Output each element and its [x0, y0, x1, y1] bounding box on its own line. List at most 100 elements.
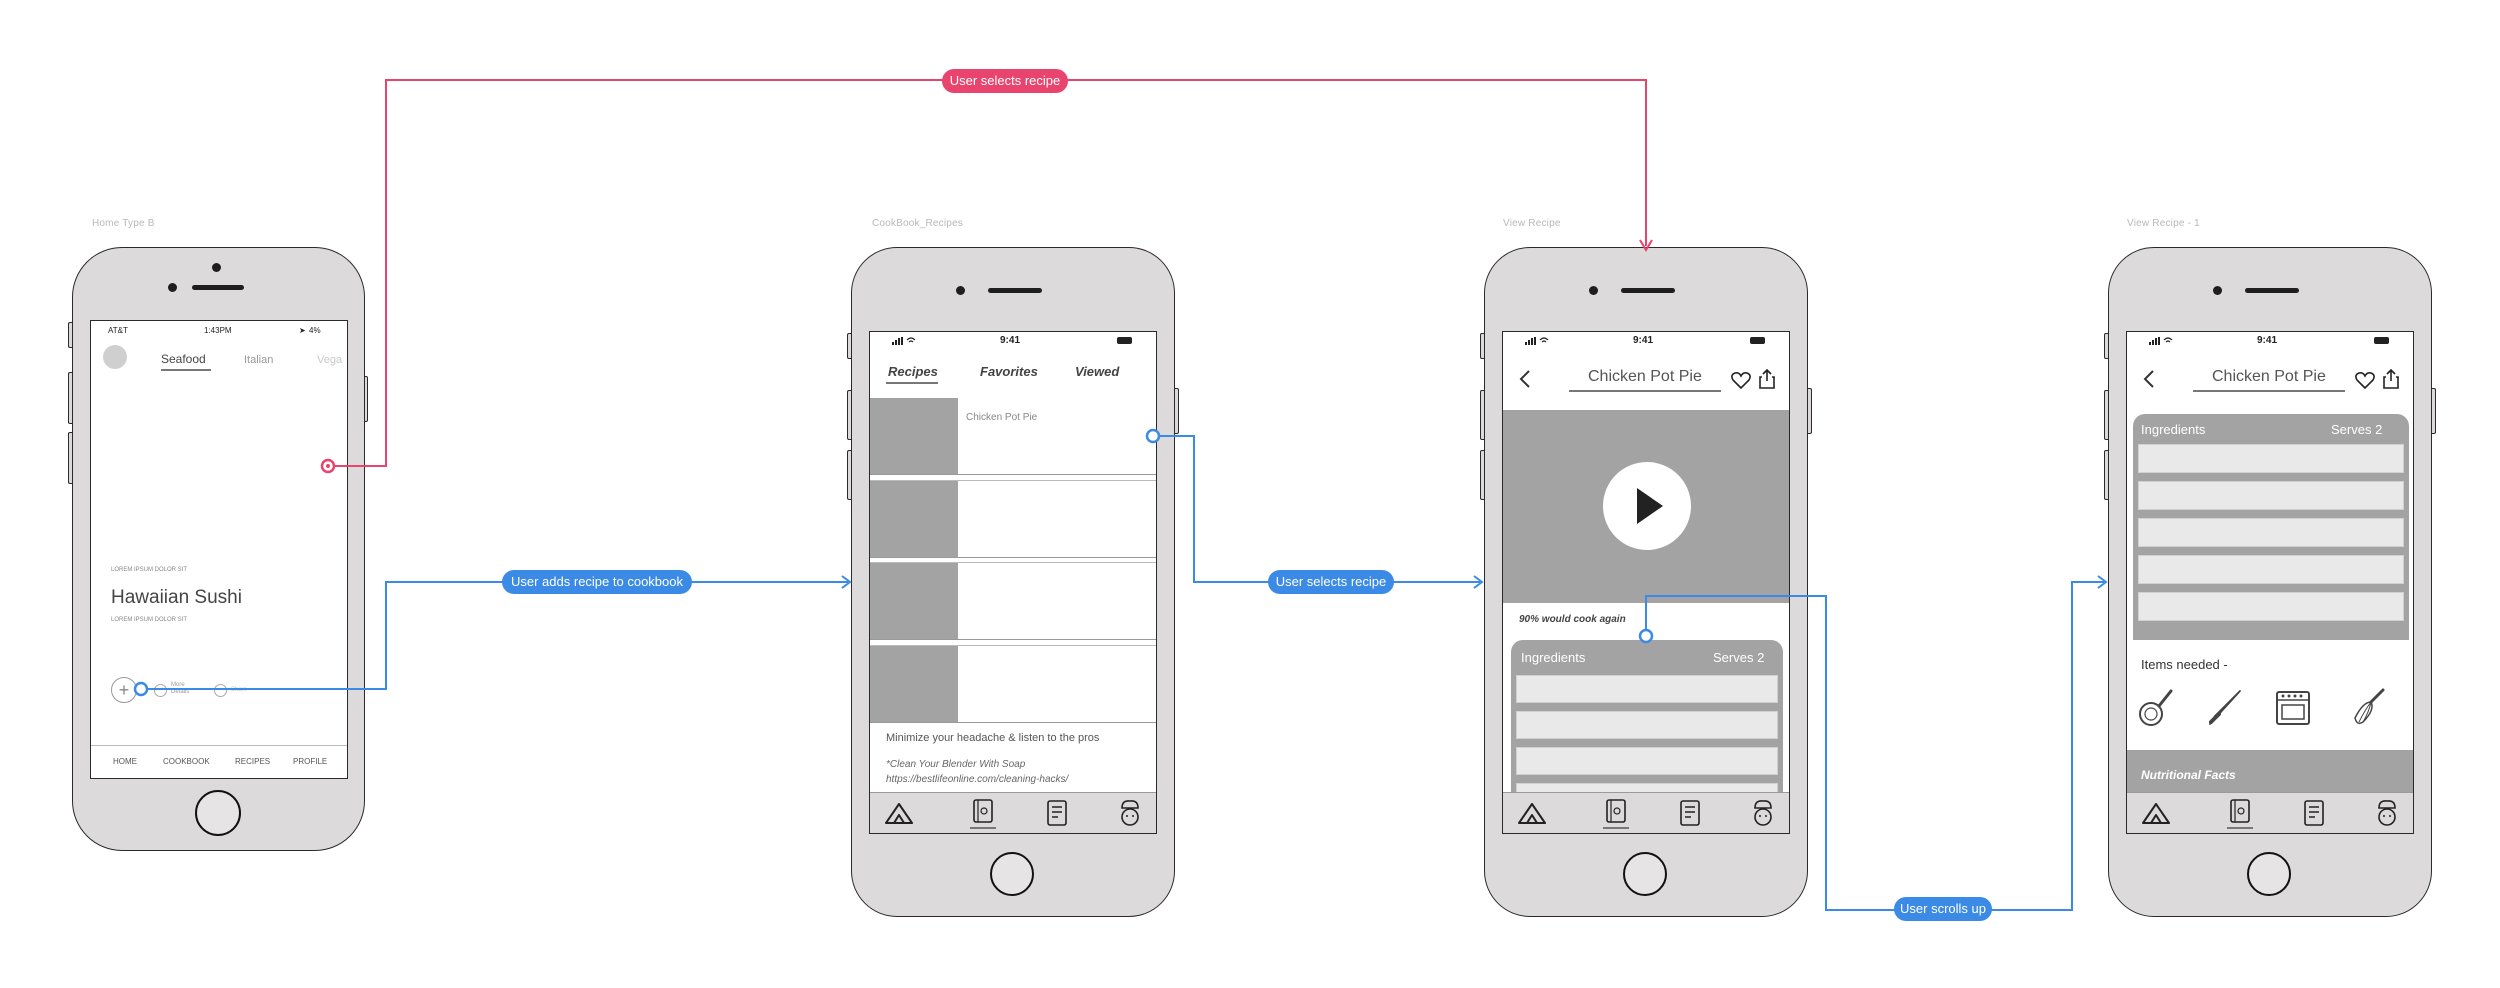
clock-text: 1:43PM — [204, 326, 232, 335]
battery-icon — [2374, 337, 2389, 344]
list-item[interactable] — [870, 645, 1156, 723]
home-tab-icon[interactable] — [884, 801, 914, 825]
more-details-icon[interactable] — [154, 684, 167, 697]
home-button[interactable] — [1623, 852, 1667, 896]
cookbook-tab-icon[interactable] — [970, 798, 996, 830]
connector-select-recipe-top — [320, 79, 1653, 474]
screen-cookbook: 9:41 Recipes Favorites Viewed Chicken Po… — [869, 331, 1157, 834]
ingredient-row — [2138, 481, 2404, 510]
list-item[interactable] — [870, 562, 1156, 640]
phone-camera — [212, 263, 221, 272]
back-chevron-icon[interactable] — [2143, 370, 2155, 388]
tip-title: Minimize your headache & listen to the p… — [886, 732, 1100, 744]
ingredient-row — [2138, 518, 2404, 547]
share-icon[interactable] — [2383, 368, 2399, 389]
tab-active-indicator — [161, 369, 211, 371]
title-underline — [2193, 390, 2345, 392]
heart-icon[interactable] — [1731, 371, 1751, 390]
tab-viewed[interactable]: Viewed — [1075, 364, 1120, 379]
frying-pan-icon — [2139, 689, 2173, 726]
home-button[interactable] — [195, 790, 241, 836]
recipes-tab-icon[interactable] — [1046, 799, 1068, 827]
screen-home: AT&T 1:43PM ➤ 4% Seafood Italian Vega LO… — [90, 320, 348, 779]
clock-text: 9:41 — [2257, 335, 2278, 346]
list-item[interactable]: Chicken Pot Pie — [870, 398, 1156, 475]
tab-recipes[interactable]: Recipes — [888, 364, 938, 379]
tab-favorites[interactable]: Favorites — [980, 364, 1038, 379]
nav-recipes[interactable]: RECIPES — [235, 757, 271, 766]
tab-italian[interactable]: Italian — [244, 354, 274, 366]
status-bar: 9:41 — [2127, 332, 2413, 352]
profile-chef-icon[interactable] — [2374, 798, 2400, 828]
screen-view-recipe-1: 9:41 Chicken Pot Pie Ingredients Serves … — [2126, 331, 2414, 834]
connector-select-recipe-mid — [1145, 428, 1484, 589]
recipe-subtitle: LOREM IPSUM DOLOR SIT — [111, 617, 188, 623]
recipes-tab-icon[interactable] — [2303, 799, 2325, 827]
nav-profile[interactable]: PROFILE — [293, 757, 328, 766]
location-icon: ➤ — [299, 326, 306, 335]
clock-text: 9:41 — [1000, 335, 1021, 346]
nav-home[interactable]: HOME — [113, 757, 137, 766]
share-icon[interactable] — [1759, 368, 1775, 389]
cookbook-tab-icon[interactable] — [2227, 798, 2253, 830]
share-icon[interactable] — [214, 684, 227, 697]
phone-speaker — [988, 288, 1042, 293]
list-item[interactable] — [870, 480, 1156, 558]
signal-icon — [2149, 337, 2173, 345]
items-needed-heading: Items needed - — [2141, 657, 2228, 672]
tab-bar — [1503, 792, 1789, 833]
screen-label-view1: View Recipe - 1 — [2127, 218, 2200, 229]
recipe-thumbnail — [870, 563, 958, 639]
screen-label-cookbook: CookBook_Recipes — [872, 218, 964, 229]
home-button[interactable] — [2247, 852, 2291, 896]
phone-speaker — [1621, 288, 1675, 293]
flow-label-adds-to-cookbook: User adds recipe to cookbook — [502, 570, 692, 594]
back-chevron-icon[interactable] — [1519, 370, 1531, 388]
ingredient-row — [1516, 747, 1778, 775]
signal-icon — [1525, 337, 1549, 345]
serves-text: Serves 2 — [2331, 422, 2383, 437]
home-tab-icon[interactable] — [1517, 801, 1547, 825]
tab-bar — [870, 792, 1156, 833]
ingredients-heading: Ingredients — [1521, 650, 1586, 665]
tip-link[interactable]: https://bestlifeonline.com/cleaning-hack… — [886, 774, 1069, 785]
recipes-tab-icon[interactable] — [1679, 799, 1701, 827]
heart-icon[interactable] — [2355, 371, 2375, 390]
ingredient-row — [2138, 592, 2404, 621]
screen-label-view: View Recipe — [1503, 218, 1561, 229]
profile-chef-icon[interactable] — [1750, 798, 1776, 828]
tip-body: *Clean Your Blender With Soap — [886, 759, 1026, 770]
cookbook-tab-icon[interactable] — [1603, 798, 1629, 830]
nav-cookbook[interactable]: COOKBOOK — [163, 757, 210, 766]
screen-view-recipe: 9:41 Chicken Pot Pie 90% would cook agai… — [1502, 331, 1790, 834]
recipe-thumbnail — [870, 398, 958, 474]
oven-icon — [2276, 691, 2310, 725]
flow-label-scrolls-up: User scrolls up — [1894, 897, 1992, 921]
phone-camera — [956, 286, 965, 295]
profile-chef-icon[interactable] — [1117, 798, 1143, 828]
play-button-icon[interactable] — [1603, 462, 1691, 550]
screen-label-home: Home Type B — [92, 218, 155, 229]
ingredient-row — [1516, 711, 1778, 739]
avatar[interactable] — [103, 345, 127, 369]
tab-seafood[interactable]: Seafood — [161, 352, 206, 366]
tab-vega[interactable]: Vega — [317, 354, 343, 366]
phone-speaker — [2245, 288, 2299, 293]
ingredients-card: Ingredients Serves 2 — [2133, 414, 2409, 640]
status-bar: 9:41 — [1503, 332, 1789, 352]
signal-icon — [892, 337, 916, 345]
ingredient-row — [2138, 555, 2404, 584]
ingredients-heading: Ingredients — [2141, 422, 2206, 437]
knife-icon — [2209, 690, 2241, 725]
recipe-title: Chicken Pot Pie — [2212, 368, 2326, 385]
eyebrow-text: LOREM IPSUM DOLOR SIT — [111, 567, 188, 573]
nutrition-heading: Nutritional Facts — [2141, 768, 2236, 782]
phone-camera — [1589, 286, 1598, 295]
home-tab-icon[interactable] — [2141, 801, 2171, 825]
flow-label-select-recipe-top: User selects recipe — [942, 69, 1068, 93]
home-button[interactable] — [990, 852, 1034, 896]
phone-speaker — [192, 285, 244, 290]
clock-text: 9:41 — [1633, 335, 1654, 346]
battery-text: 4% — [309, 326, 321, 335]
connector-scrolls-up — [1638, 575, 2108, 911]
